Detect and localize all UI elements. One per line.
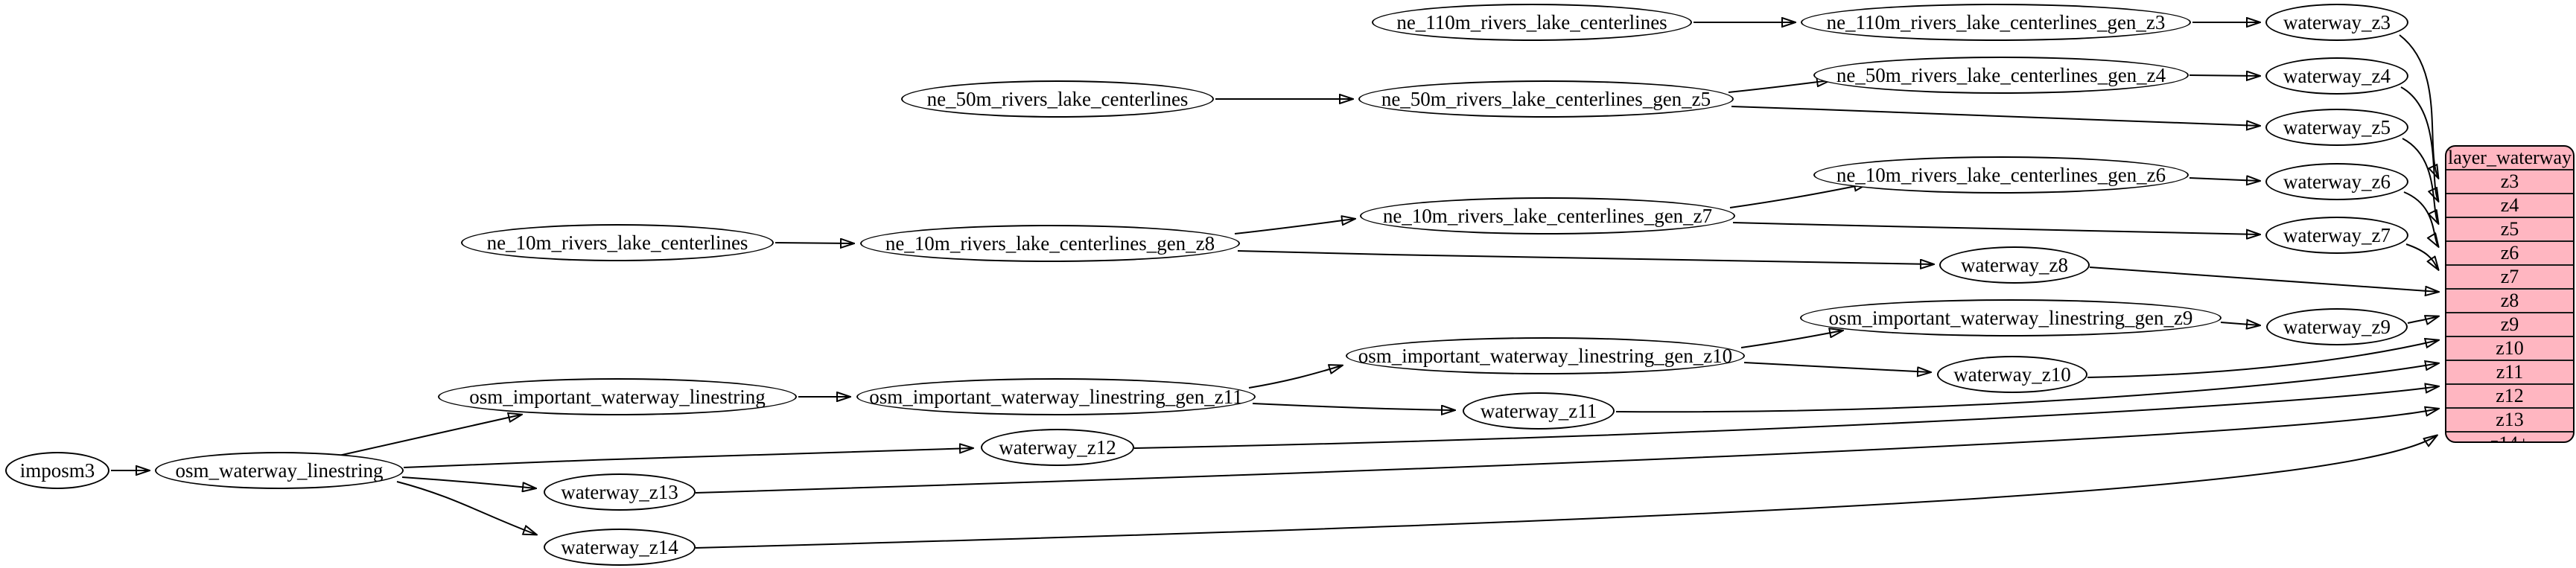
edge-waterway-z3-to-row-z3 (2399, 34, 2438, 178)
layer-waterway-table: layer_waterway z3 z4 z5 z6 z7 z8 z9 z10 … (2445, 145, 2575, 443)
edge-gen-z8-to-gen-z7 (1234, 219, 1355, 234)
node-waterway-z7: waterway_z7 (2265, 217, 2408, 254)
table-row-z13: z13 (2446, 407, 2573, 431)
node-waterway-z4: waterway_z4 (2265, 57, 2408, 95)
node-waterway-z12: waterway_z12 (981, 429, 1134, 466)
node-osm-important-waterway-linestring-gen-z9: osm_important_waterway_linestring_gen_z9 (1800, 299, 2222, 336)
table-row-z5: z5 (2446, 217, 2573, 240)
edge-gen-z11-to-gen-z10 (1248, 366, 1342, 389)
edge-gen-z5-to-gen-z4 (1728, 80, 1830, 93)
edge-gen-z5-to-waterway-z5 (1731, 106, 2259, 126)
edge-waterway-z7-to-row-z7 (2405, 243, 2438, 269)
edge-osm-waterway-to-waterway-z13 (401, 476, 535, 488)
node-waterway-z11: waterway_z11 (1463, 392, 1615, 430)
edge-gen-z9-to-waterway-z9 (2220, 322, 2259, 325)
edge-gen-z7-to-waterway-z7 (1732, 222, 2259, 234)
edge-waterway-z9-to-row-z9 (2407, 316, 2438, 323)
node-osm-important-waterway-linestring: osm_important_waterway_linestring (438, 378, 797, 415)
table-row-z12: z12 (2446, 383, 2573, 407)
node-waterway-z6: waterway_z6 (2265, 163, 2408, 200)
edge-waterway-z14-to-row-z14 (695, 435, 2437, 549)
node-osm-important-waterway-linestring-gen-z10: osm_important_waterway_linestring_gen_z1… (1346, 337, 1745, 374)
layer-waterway-table-header: layer_waterway (2447, 147, 2572, 168)
edge-gen-z4-to-waterway-z4 (2189, 75, 2259, 76)
edge-waterway-z6-to-row-z6 (2403, 191, 2438, 246)
node-waterway-z10: waterway_z10 (1937, 356, 2087, 393)
node-osm-important-waterway-linestring-gen-z11: osm_important_waterway_linestring_gen_z1… (856, 378, 1256, 415)
node-ne-50m-rivers-lake-centerlines-gen-z4: ne_50m_rivers_lake_centerlines_gen_z4 (1813, 57, 2189, 94)
edge-osm-waterway-to-osm-important (338, 415, 521, 456)
node-waterway-z5: waterway_z5 (2265, 109, 2408, 146)
node-waterway-z14: waterway_z14 (544, 529, 696, 566)
node-ne-110m-rivers-lake-centerlines-gen-z3: ne_110m_rivers_lake_centerlines_gen_z3 (1801, 4, 2191, 41)
node-ne-50m-rivers-lake-centerlines-gen-z5: ne_50m_rivers_lake_centerlines_gen_z5 (1358, 80, 1734, 118)
edge-gen-z6-to-waterway-z6 (2189, 178, 2259, 181)
node-ne-10m-rivers-lake-centerlines-gen-z7: ne_10m_rivers_lake_centerlines_gen_z7 (1360, 197, 1735, 234)
table-row-z14plus: z14+ (2446, 431, 2573, 441)
table-row-z3: z3 (2446, 169, 2573, 193)
table-row-z8: z8 (2446, 288, 2573, 312)
node-ne-10m-rivers-lake-centerlines-gen-z6: ne_10m_rivers_lake_centerlines_gen_z6 (1813, 156, 2189, 194)
edge-gen-z10-to-waterway-z10 (1743, 362, 1930, 372)
edge-osm-waterway-to-waterway-z14 (396, 481, 536, 535)
node-waterway-z9: waterway_z9 (2266, 308, 2408, 345)
node-waterway-z3: waterway_z3 (2265, 4, 2408, 41)
edge-gen-z10-to-gen-z9 (1740, 331, 1842, 348)
node-ne-10m-rivers-lake-centerlines-gen-z8: ne_10m_rivers_lake_centerlines_gen_z8 (860, 225, 1240, 262)
node-ne-50m-rivers-lake-centerlines: ne_50m_rivers_lake_centerlines (901, 80, 1214, 118)
node-imposm3: imposm3 (5, 452, 109, 489)
edge-gen-z11-to-waterway-z11 (1252, 403, 1454, 410)
table-row-z6: z6 (2446, 240, 2573, 264)
table-row-z10: z10 (2446, 336, 2573, 360)
node-ne-110m-rivers-lake-centerlines: ne_110m_rivers_lake_centerlines (1372, 4, 1692, 41)
table-row-z7: z7 (2446, 264, 2573, 288)
node-waterway-z8: waterway_z8 (1939, 246, 2090, 284)
edge-gen-z7-to-gen-z6 (1729, 184, 1867, 208)
edge-waterway-z12-to-row-z12 (1133, 386, 2438, 449)
table-row-z11: z11 (2446, 360, 2573, 383)
node-osm-waterway-linestring: osm_waterway_linestring (155, 452, 404, 489)
edge-osm-waterway-to-waterway-z12 (403, 448, 973, 468)
edge-waterway-z10-to-row-z10 (2087, 340, 2438, 378)
table-row-z9: z9 (2446, 312, 2573, 336)
edge-gen-z8-to-waterway-z8 (1237, 250, 1933, 264)
edge-waterway-z8-to-row-z8 (2089, 267, 2438, 292)
table-row-z4: z4 (2446, 193, 2573, 217)
node-ne-10m-rivers-lake-centerlines: ne_10m_rivers_lake_centerlines (461, 224, 774, 261)
node-waterway-z13: waterway_z13 (544, 473, 696, 511)
